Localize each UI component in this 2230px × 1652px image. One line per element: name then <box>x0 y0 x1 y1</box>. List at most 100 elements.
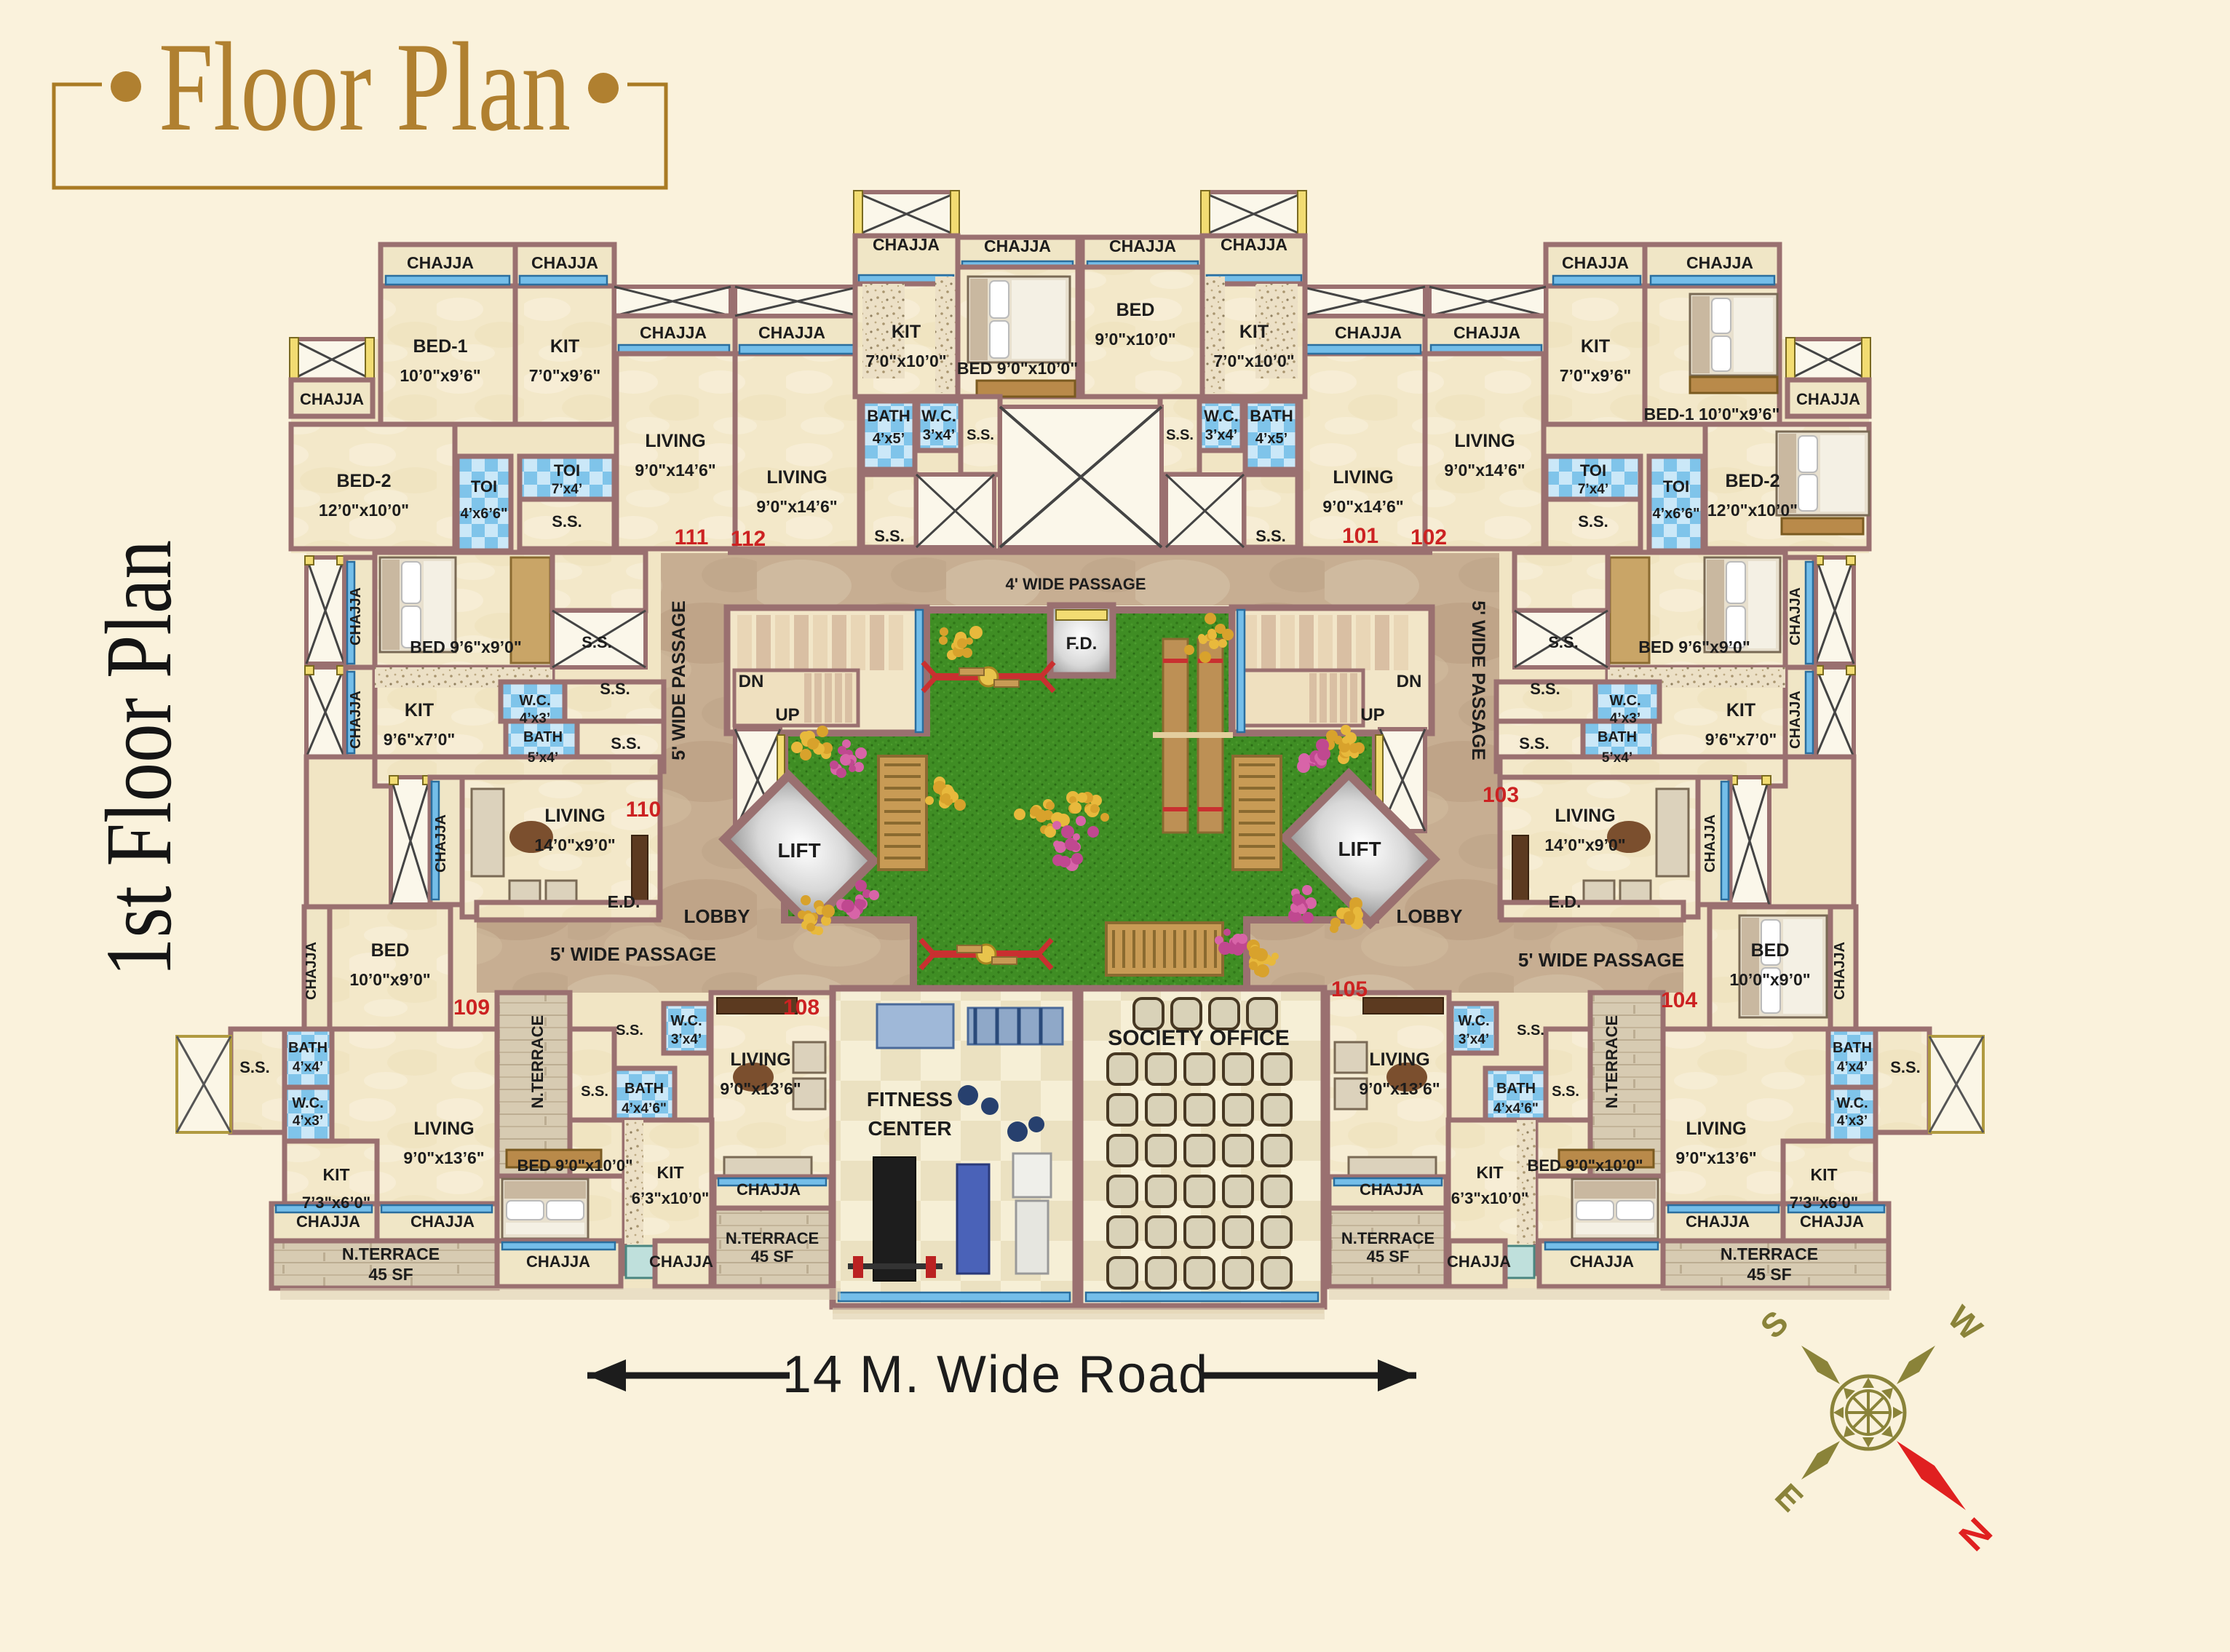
svg-text:5' WIDE PASSAGE: 5' WIDE PASSAGE <box>1518 949 1684 971</box>
svg-text:W.C.: W.C. <box>1836 1095 1868 1111</box>
svg-text:CHAJJA: CHAJJA <box>531 253 598 272</box>
svg-text:4’x5’: 4’x5’ <box>873 431 905 447</box>
svg-text:7’0"x10’0": 7’0"x10’0" <box>865 352 946 370</box>
svg-text:6’3"x10’0": 6’3"x10’0" <box>632 1189 710 1207</box>
svg-text:5' WIDE PASSAGE: 5' WIDE PASSAGE <box>669 600 689 760</box>
svg-text:CHAJJA: CHAJJA <box>1787 691 1804 749</box>
svg-text:104: 104 <box>1661 988 1697 1012</box>
svg-text:KIT: KIT <box>1810 1165 1837 1184</box>
svg-text:UP: UP <box>775 705 799 725</box>
svg-text:CHAJJA: CHAJJA <box>1453 323 1520 342</box>
svg-text:CHAJJA: CHAJJA <box>1686 1212 1750 1231</box>
svg-text:LIFT: LIFT <box>1338 838 1381 860</box>
svg-text:4’x4’: 4’x4’ <box>1837 1060 1868 1075</box>
svg-text:KIT: KIT <box>1726 700 1755 720</box>
svg-text:9’0"x10’0": 9’0"x10’0" <box>1095 330 1175 349</box>
svg-text:CHAJJA: CHAJJA <box>1360 1180 1424 1199</box>
svg-text:5’x4’: 5’x4’ <box>1602 750 1632 766</box>
svg-text:45 SF: 45 SF <box>1747 1265 1791 1284</box>
svg-text:108: 108 <box>783 996 820 1020</box>
svg-text:CHAJJA: CHAJJA <box>640 323 707 342</box>
svg-text:4’x4’6": 4’x4’6" <box>1493 1101 1539 1116</box>
svg-text:BED 9’0"x10’0": BED 9’0"x10’0" <box>517 1156 632 1175</box>
svg-text:BED 9’0"x10’0": BED 9’0"x10’0" <box>957 359 1078 378</box>
svg-text:BATH: BATH <box>288 1040 328 1056</box>
svg-text:S.S.: S.S. <box>611 734 641 752</box>
svg-text:S.S.: S.S. <box>239 1058 270 1076</box>
svg-text:14’0"x9’0": 14’0"x9’0" <box>534 835 615 854</box>
svg-text:5' WIDE PASSAGE: 5' WIDE PASSAGE <box>1468 600 1488 760</box>
svg-text:105: 105 <box>1331 977 1368 1001</box>
svg-text:9’0"x14’6": 9’0"x14’6" <box>1444 461 1525 480</box>
svg-text:BATH: BATH <box>1250 407 1293 425</box>
svg-text:KIT: KIT <box>1476 1163 1503 1182</box>
svg-text:S.S.: S.S. <box>552 512 582 531</box>
svg-text:S.S.: S.S. <box>1530 680 1560 698</box>
svg-text:5' WIDE PASSAGE: 5' WIDE PASSAGE <box>550 943 716 965</box>
svg-text:BED 9’6"x9’0": BED 9’6"x9’0" <box>1638 638 1750 656</box>
svg-text:CHAJJA: CHAJJA <box>526 1252 590 1271</box>
svg-text:LIFT: LIFT <box>777 839 820 862</box>
svg-text:UP: UP <box>1360 705 1384 725</box>
svg-text:109: 109 <box>453 996 490 1020</box>
svg-text:CHAJJA: CHAJJA <box>433 814 449 873</box>
svg-text:CHAJJA: CHAJJA <box>1796 390 1860 408</box>
svg-text:CHAJJA: CHAJJA <box>1832 942 1848 1000</box>
svg-text:5’x4’: 5’x4’ <box>528 750 558 766</box>
svg-text:CENTER: CENTER <box>868 1117 951 1140</box>
svg-text:W.C.: W.C. <box>670 1013 702 1029</box>
svg-text:E.D.: E.D. <box>608 892 640 911</box>
svg-text:W.C.: W.C. <box>921 407 956 425</box>
svg-text:CHAJJA: CHAJJA <box>737 1180 801 1199</box>
svg-text:7’0"x9’6": 7’0"x9’6" <box>529 366 601 385</box>
svg-text:CHAJJA: CHAJJA <box>1221 235 1287 254</box>
svg-text:BATH: BATH <box>624 1081 664 1097</box>
svg-text:TOI: TOI <box>471 477 497 496</box>
svg-text:S.S.: S.S. <box>600 680 630 698</box>
svg-text:LIVING: LIVING <box>1454 431 1515 451</box>
svg-text:7’0"x9’6": 7’0"x9’6" <box>1560 366 1632 385</box>
svg-text:N.TERRACE: N.TERRACE <box>1341 1229 1435 1247</box>
svg-text:4’x6’6": 4’x6’6" <box>460 506 507 522</box>
svg-text:45 SF: 45 SF <box>368 1265 413 1284</box>
svg-text:CHAJJA: CHAJJA <box>1109 237 1176 255</box>
svg-text:4’x4’: 4’x4’ <box>293 1060 323 1075</box>
svg-text:3’x4’: 3’x4’ <box>1205 427 1237 443</box>
svg-text:4’x4’6": 4’x4’6" <box>622 1101 667 1116</box>
svg-text:LIVING: LIVING <box>1686 1119 1746 1139</box>
svg-text:110: 110 <box>626 798 661 822</box>
svg-text:45 SF: 45 SF <box>1367 1247 1410 1266</box>
svg-text:4’x5’: 4’x5’ <box>1255 431 1287 447</box>
svg-text:BED-2: BED-2 <box>336 471 391 491</box>
svg-text:LOBBY: LOBBY <box>684 905 750 927</box>
svg-text:SOCIETY OFFICE: SOCIETY OFFICE <box>1108 1026 1289 1050</box>
svg-text:12’0"x10’0": 12’0"x10’0" <box>1707 501 1798 520</box>
svg-text:9’6"x7’0": 9’6"x7’0" <box>1705 730 1777 749</box>
svg-text:LIVING: LIVING <box>1369 1049 1429 1070</box>
svg-text:W.C.: W.C. <box>1204 407 1239 425</box>
svg-text:7’x4’: 7’x4’ <box>552 482 582 497</box>
svg-text:4' WIDE PASSAGE: 4' WIDE PASSAGE <box>1005 575 1146 593</box>
svg-text:F.D.: F.D. <box>1066 634 1098 654</box>
svg-text:BATH: BATH <box>523 729 563 745</box>
svg-text:CHAJJA: CHAJJA <box>1570 1252 1634 1271</box>
svg-text:103: 103 <box>1483 783 1519 807</box>
svg-text:Floor Plan: Floor Plan <box>159 16 571 157</box>
svg-text:BATH: BATH <box>1598 729 1637 745</box>
svg-text:TOI: TOI <box>1580 461 1606 480</box>
svg-text:LOBBY: LOBBY <box>1397 905 1463 927</box>
svg-text:W.C.: W.C. <box>292 1095 323 1111</box>
svg-text:6’3"x10’0": 6’3"x10’0" <box>1451 1189 1529 1207</box>
svg-text:W.C.: W.C. <box>1458 1013 1489 1029</box>
svg-text:CHAJJA: CHAJJA <box>300 390 364 408</box>
svg-text:111: 111 <box>675 525 709 549</box>
svg-text:14’0"x9’0": 14’0"x9’0" <box>1544 835 1625 854</box>
svg-text:S.S.: S.S. <box>874 527 905 545</box>
svg-text:S.S.: S.S. <box>967 427 994 443</box>
svg-text:BED 9’0"x10’0": BED 9’0"x10’0" <box>1527 1156 1643 1175</box>
svg-text:N.TERRACE: N.TERRACE <box>726 1229 819 1247</box>
svg-text:3’x4’: 3’x4’ <box>923 427 955 443</box>
svg-text:9’0"x14’6": 9’0"x14’6" <box>756 497 837 516</box>
svg-text:S.S.: S.S. <box>581 1084 608 1100</box>
svg-text:W.C.: W.C. <box>1609 693 1640 709</box>
